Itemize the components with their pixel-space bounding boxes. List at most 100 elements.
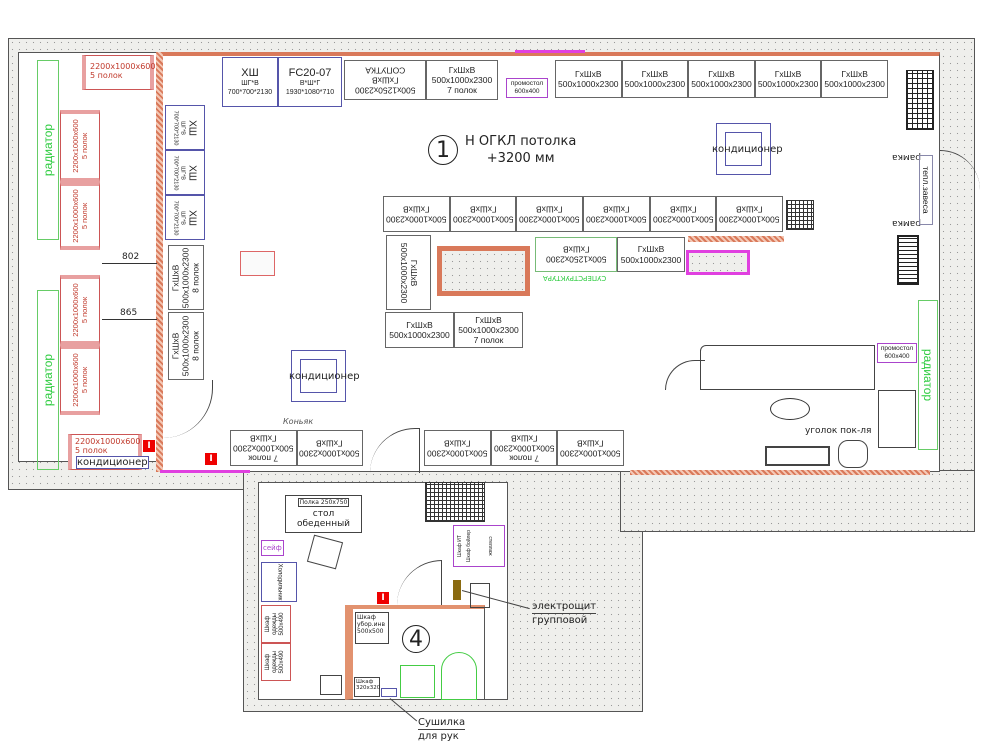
shelf-type: ГхШхВ — [536, 204, 563, 214]
shelf-type: ГхШхВ — [510, 432, 538, 443]
air-conditioner-2: кондиционер — [289, 350, 360, 402]
shelf-dims: 500х1000х2300 — [452, 214, 514, 225]
shelf-dims: 500х1000х2300 — [180, 315, 191, 377]
xsh-dims: 700*700*2130 — [173, 200, 179, 235]
partition-bottom — [160, 470, 250, 473]
shelf-count: 8 полок — [191, 262, 202, 293]
room-number-text: 1 — [436, 137, 450, 163]
radiator-label: радиатор — [921, 348, 936, 402]
fridge: Холодильник — [261, 562, 297, 602]
shelf-type: ГхШхВ — [669, 204, 697, 214]
xsh-dims: 700*700*2130 — [173, 110, 179, 145]
boiler-cabinet-label: Шкаф бойлер — [466, 529, 472, 563]
shelf-dims: 500х1000х2300 — [427, 448, 488, 459]
rack-dims: 2200х1000х600 — [75, 437, 141, 446]
fc-dims-label: В*Ш*Г — [299, 80, 321, 88]
cabinet-dims: 500х500 — [357, 628, 384, 635]
shelf-dims: 500х1000х2300 — [386, 214, 447, 225]
rack-dims: 2200х1000х600 — [71, 189, 80, 243]
shelf-type: ГхШхВ — [841, 68, 868, 79]
shelf-type: ГхШхВ — [406, 319, 433, 330]
xsh-dims: 700*700*2130 — [227, 88, 273, 96]
checkout-counter — [700, 345, 875, 390]
shelf-type: ГхШхВ — [562, 244, 590, 255]
dimension-line-2 — [102, 319, 157, 320]
shelf-dims: 500х1000х2300 — [519, 214, 580, 225]
safe: сейф — [261, 540, 284, 556]
rack-count: 5 полок — [80, 202, 89, 230]
shelf-dims: 500х1000х2300 — [232, 443, 294, 454]
shelf-type: ГхШхВ — [641, 68, 669, 79]
xsh-dims-label: ШГ*В — [241, 80, 259, 88]
cognac-label: Коньяк — [283, 417, 314, 426]
shelf-dims: 500х1000х2300 — [620, 254, 682, 265]
shelf-count: 7 полок — [473, 335, 504, 346]
basket-grid — [786, 200, 814, 230]
shelf-dims: 500х1000х2300 — [652, 214, 714, 225]
column-pink — [686, 250, 750, 275]
rack-count: 5 полок — [90, 71, 123, 80]
ceiling-note: Н ОГКЛ потолка +3200 мм — [465, 133, 576, 167]
shelf-dims: 500х1000х2300 — [180, 247, 191, 308]
promo-island — [240, 251, 275, 276]
xsh-title: ХШ — [186, 119, 198, 136]
security-frame-1: рамка — [892, 152, 921, 162]
rack-dims: 2200х1000х600 — [71, 353, 80, 407]
xsh-dims: 700*700*2130 — [173, 155, 179, 190]
radiator-3: радиатор — [918, 300, 938, 450]
room-number-1: 1 — [428, 135, 458, 165]
fridge-label: Холодильник — [276, 563, 283, 601]
rack-count: 5 полок — [80, 132, 89, 160]
shelf-count: 7 полок — [248, 453, 279, 464]
room-number-text: 4 — [409, 626, 423, 652]
partition-top — [515, 50, 585, 53]
wardrobe-type: одежды — [272, 651, 279, 673]
shelf-dims: 500х1000х2300 — [431, 74, 493, 85]
wardrobe-title: Шкаф — [265, 615, 272, 633]
brick-strip — [688, 236, 784, 242]
rack-dims: 2200х1000х600 — [71, 119, 80, 173]
fc-title: FC20-07 — [288, 67, 332, 80]
bench — [765, 446, 830, 466]
left-partition — [156, 52, 163, 472]
toilet-icon — [441, 652, 477, 700]
soputka-title: СОПУТКА — [365, 64, 405, 75]
shelf-dims: 500х1000х2300 — [398, 242, 409, 303]
shelf-type: ГхШхВ — [469, 204, 497, 214]
shelf-type: ГхШхВ — [249, 432, 277, 443]
wardrobe-dims: 500х490 — [279, 650, 286, 674]
wardrobe-title: Шкаф — [265, 653, 272, 671]
decor-figure-icon — [770, 398, 810, 420]
rack-dims: 2200х1000х600 — [71, 283, 80, 337]
superstructure-label: СУПЕРСТРУКТУРА — [543, 274, 607, 282]
shelf-type: ГхШхВ — [403, 204, 430, 214]
shelf-type: ГхШхВ — [575, 68, 602, 79]
basket-stand — [897, 235, 919, 285]
radiator-label: радиатор — [40, 123, 55, 177]
soputka-type: ГхШхВ — [371, 75, 399, 86]
conditioner-label: кондиционер — [712, 144, 783, 155]
shelf-count: 8 полок — [191, 331, 202, 361]
